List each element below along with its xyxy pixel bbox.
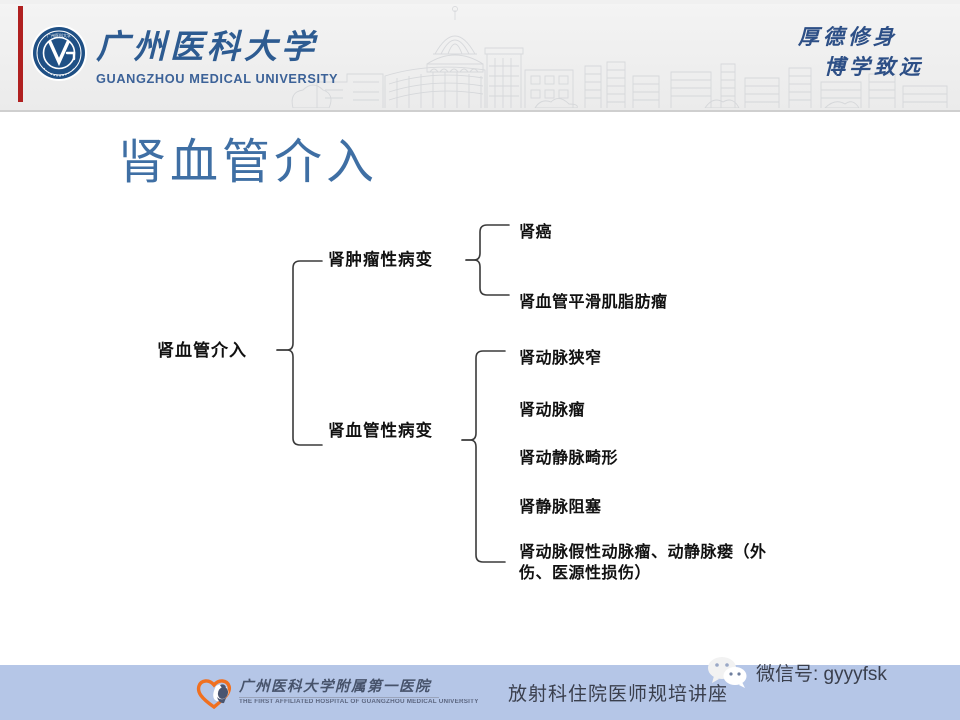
tree-leaf-node-2-5: 肾动脉假性动脉瘤、动静脉瘘（外伤、医源性损伤） xyxy=(519,544,767,582)
tree-diagram: 肾血管介入 肾肿瘤性病变 肾血管性病变 肾癌 肾血管平滑肌脂肪瘤 肾动脉狭窄 肾… xyxy=(0,190,960,610)
brace-b2-lower xyxy=(461,439,506,563)
tree-root-node: 肾血管介入 xyxy=(157,341,247,360)
tree-leaf-node-2-3: 肾动静脉畸形 xyxy=(519,450,619,467)
motto-line-2: 博学致远 xyxy=(824,55,924,79)
page-title: 肾血管介入 xyxy=(118,136,379,189)
footer-bar: 广州医科大学附属第一医院 THE FIRST AFFILIATED HOSPIT… xyxy=(0,657,960,720)
tree-leaf-node-2-2: 肾动脉瘤 xyxy=(519,402,586,419)
motto-line-1: 厚德修身 xyxy=(798,25,898,49)
hospital-heart-icon xyxy=(196,679,232,709)
hospital-logo: 广州医科大学附属第一医院 THE FIRST AFFILIATED HOSPIT… xyxy=(195,673,478,713)
university-name-en: GUANGZHOU MEDICAL UNIVERSITY xyxy=(96,72,339,86)
university-name-cn: 广州医科大学 xyxy=(96,30,318,66)
brace-b1-upper xyxy=(465,224,510,261)
tree-leaf-node-1-2: 肾血管平滑肌脂肪瘤 xyxy=(519,294,668,311)
tree-branch-node-1: 肾肿瘤性病变 xyxy=(328,250,433,269)
hospital-name-rule xyxy=(239,697,439,698)
wechat-badge: 微信号: gyyyfsk xyxy=(706,655,887,689)
tree-leaf-node-2-1: 肾动脉狭窄 xyxy=(519,350,602,367)
university-seal-icon: 广州医科大学 xyxy=(31,25,87,81)
red-accent-bar xyxy=(18,6,23,102)
hospital-name-cn: 广州医科大学附属第一医院 xyxy=(239,679,431,695)
header-banner: 广州医科大学 广州医科大学 GUANGZHOU MEDICAL UNIVERSI… xyxy=(0,0,960,112)
tree-leaf-node-2-4: 肾静脉阻塞 xyxy=(519,499,602,516)
tree-branch-node-2: 肾血管性病变 xyxy=(328,421,433,440)
svg-text:广州医科大学: 广州医科大学 xyxy=(47,32,71,38)
university-name-cn-wrap: 广州医科大学 xyxy=(96,26,314,70)
brace-root-upper xyxy=(276,260,323,351)
brace-b1-lower xyxy=(465,259,510,296)
wechat-id-label: 微信号: gyyyfsk xyxy=(756,663,887,685)
header-top-line xyxy=(0,0,960,4)
campus-sketch-art xyxy=(291,6,948,108)
brace-root-lower xyxy=(276,349,323,446)
hospital-name-en: THE FIRST AFFILIATED HOSPITAL OF GUANGZH… xyxy=(239,699,479,705)
brace-b2-upper xyxy=(461,350,506,441)
tree-leaf-node-1-1: 肾癌 xyxy=(519,224,553,241)
wechat-icon xyxy=(708,657,747,688)
university-motto: 厚德修身 博学致远 xyxy=(798,22,924,82)
tree-connector-braces xyxy=(276,224,510,563)
lecture-series-title: 放射科住院医师规培讲座 xyxy=(508,684,729,705)
